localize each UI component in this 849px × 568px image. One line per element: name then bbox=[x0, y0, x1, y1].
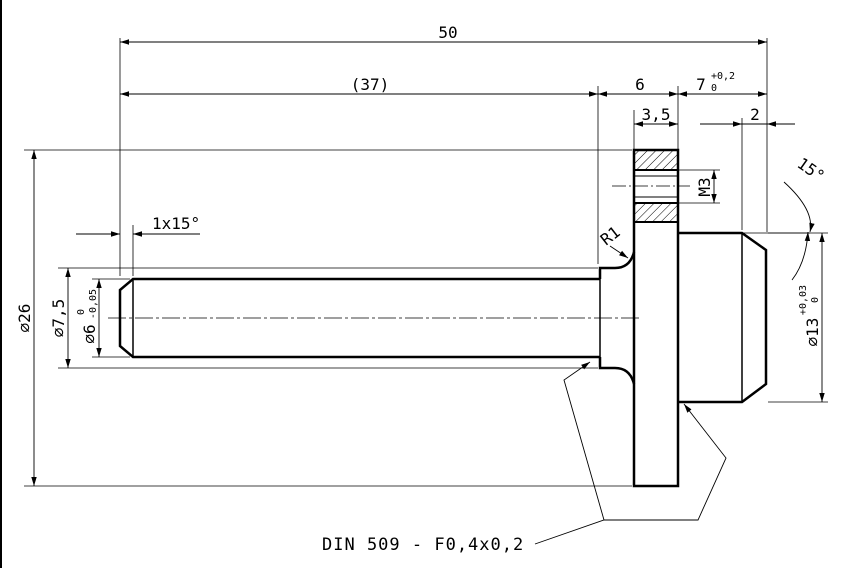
angle-arc-top bbox=[783, 181, 815, 233]
undercut-note: DIN 509 - F0,4x0,2 bbox=[322, 535, 524, 555]
dim-hub-tol-lower: 0 bbox=[711, 83, 717, 94]
neck-bottom bbox=[598, 357, 636, 385]
thread-section bbox=[612, 151, 690, 223]
thread-text: M3 bbox=[695, 177, 714, 196]
dim-chamfer-len-text: 2 bbox=[750, 105, 760, 124]
dim-total-text: 50 bbox=[438, 23, 457, 42]
extension-lines bbox=[24, 38, 828, 487]
undercut-leaders bbox=[534, 361, 727, 545]
chamfer-shaft-text: 1x15° bbox=[152, 214, 200, 233]
dia-shaft-text: ⌀6 bbox=[80, 324, 99, 343]
dia-neck-text: ⌀7,5 bbox=[49, 299, 68, 338]
angle-arc-bottom bbox=[791, 231, 811, 281]
dia-hub-tol-upper: +0,03 bbox=[798, 285, 809, 315]
dia-shaft-tol-upper: 0 bbox=[76, 309, 87, 315]
dimension-lines bbox=[31, 39, 825, 486]
neck-top bbox=[598, 251, 636, 279]
dim-shaft-text: (37) bbox=[351, 75, 390, 94]
flange bbox=[632, 148, 680, 488]
dia-hub-tol-lower: 0 bbox=[810, 297, 821, 303]
dim-hub-text: 7 bbox=[696, 75, 706, 94]
radius-text: R1 bbox=[597, 222, 624, 249]
dia-shaft-tol-lower: -0,05 bbox=[88, 289, 99, 319]
radius-leader bbox=[609, 245, 629, 259]
dim-thread-pos-text: 3,5 bbox=[642, 105, 671, 124]
angle-hub-text: 15° bbox=[794, 154, 829, 186]
dia-hub-text: ⌀13 bbox=[803, 318, 822, 347]
dim-hub-tol-upper: +0,2 bbox=[711, 71, 735, 82]
dia-flange-text: ⌀26 bbox=[15, 304, 34, 333]
dim-flange-text: 6 bbox=[635, 75, 645, 94]
hub bbox=[678, 231, 768, 404]
